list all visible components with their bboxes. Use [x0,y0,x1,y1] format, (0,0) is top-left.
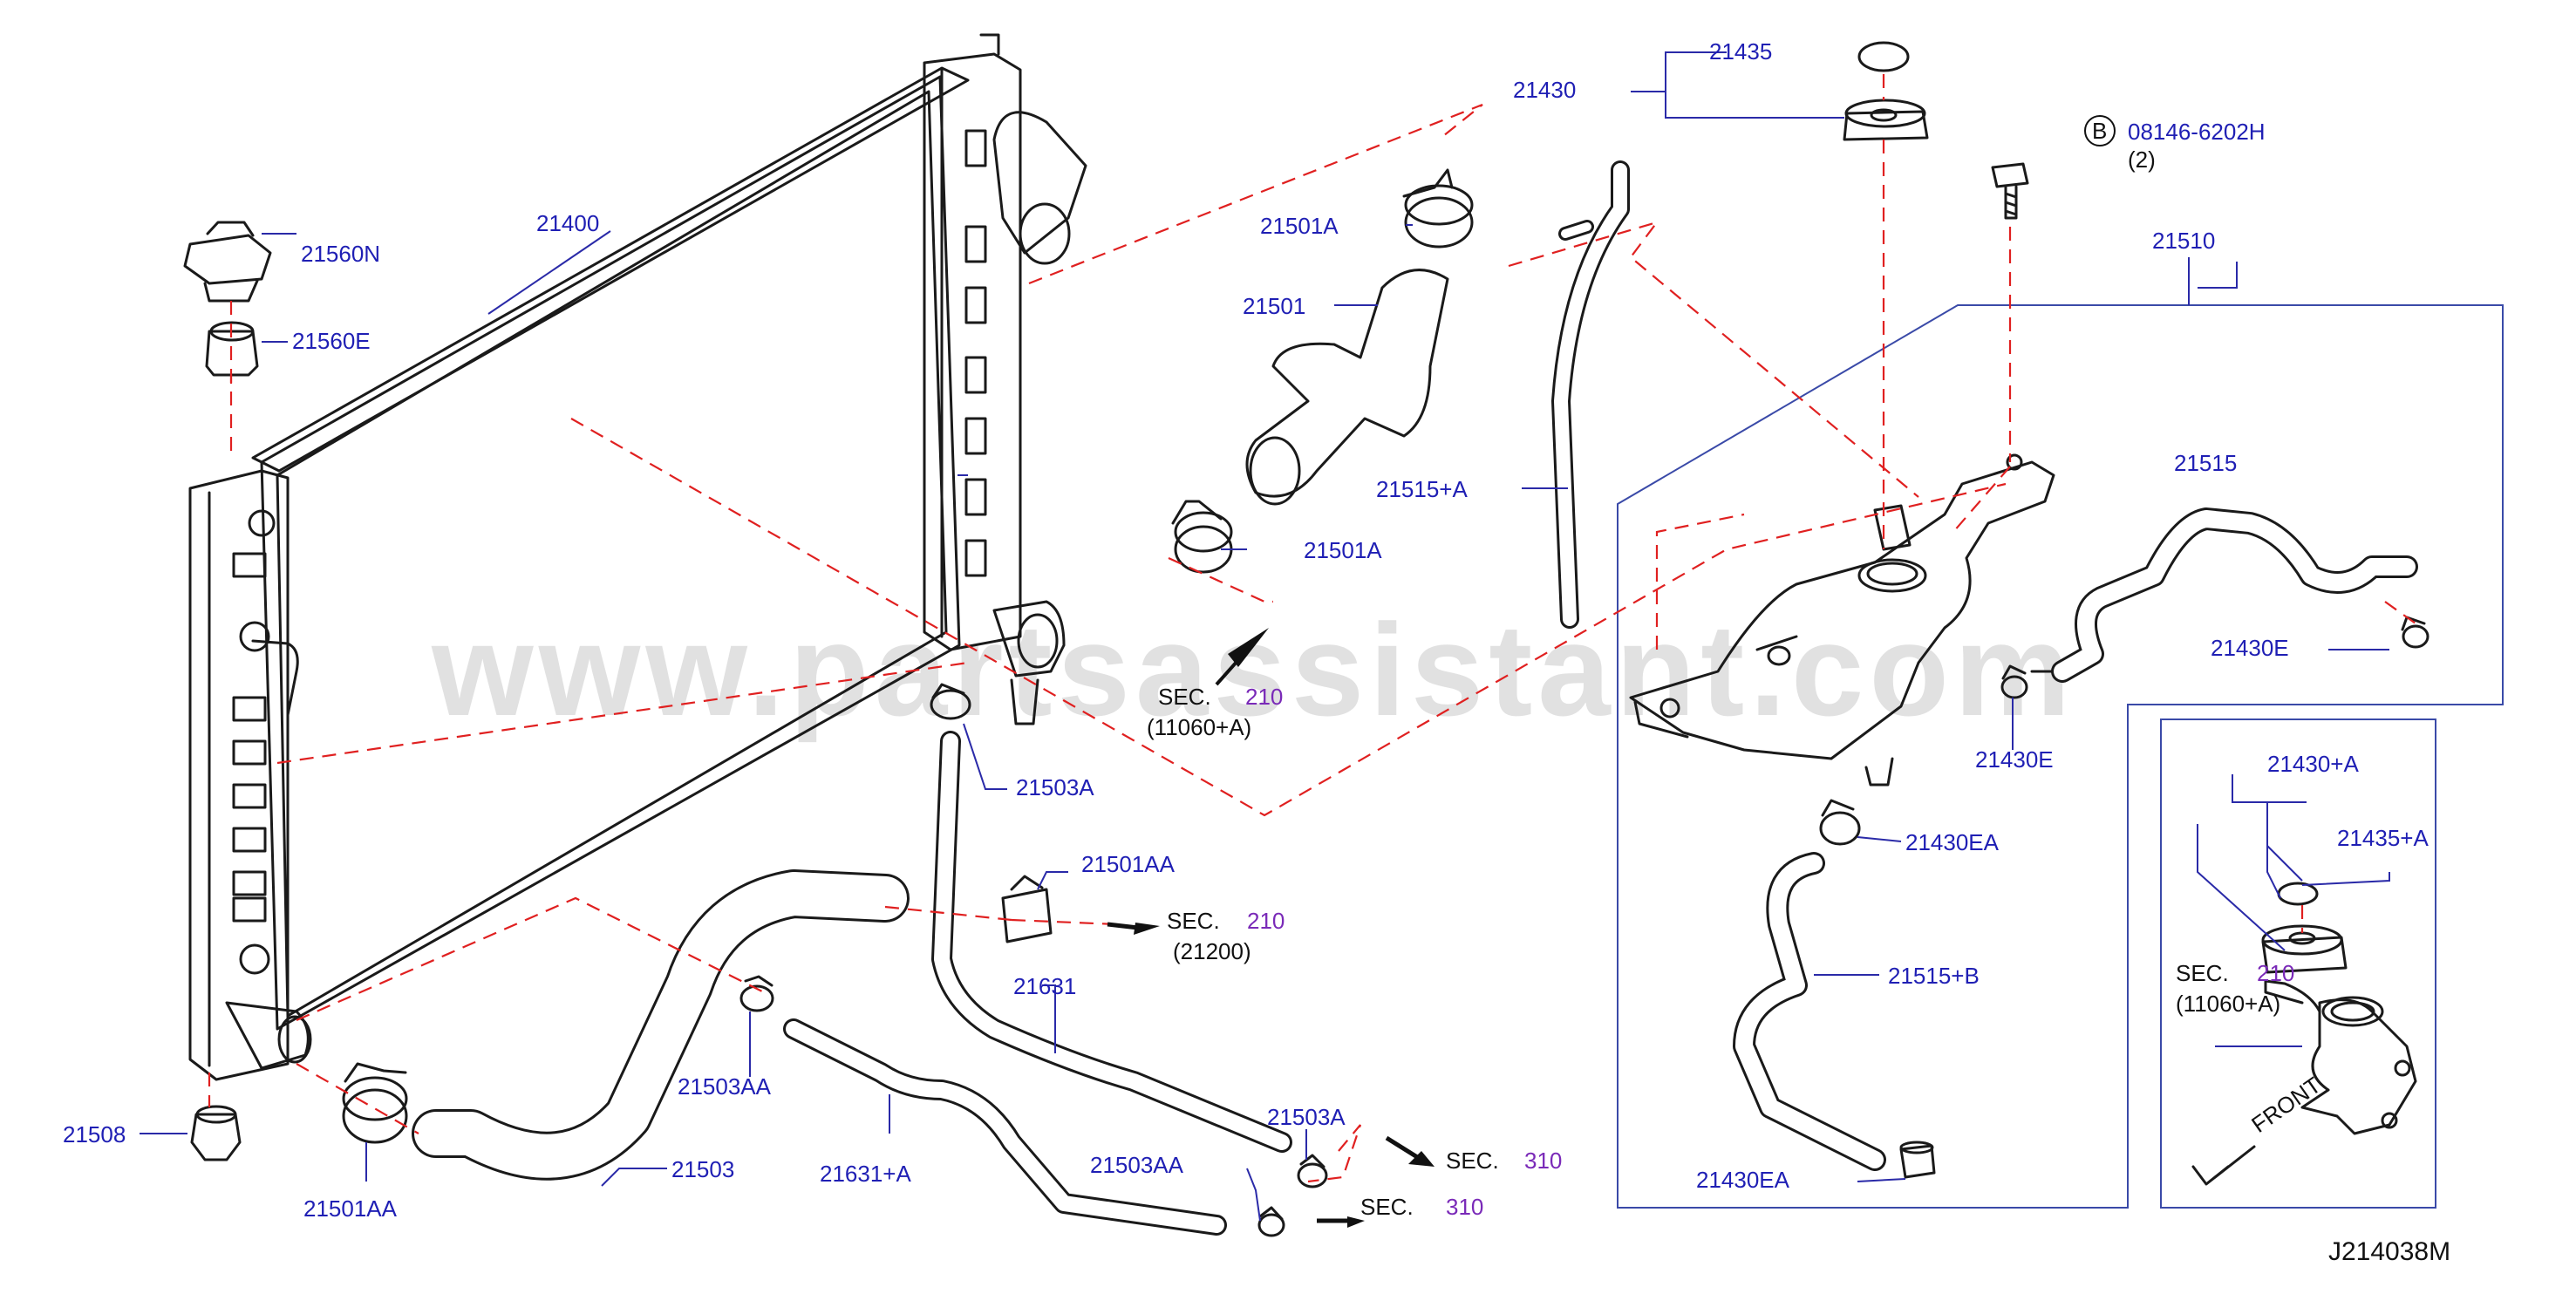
diagram-code: J214038M [2328,1237,2450,1266]
rubber-cap-21560e[interactable] [205,321,259,377]
label-21503a-top: 21503A [1016,774,1094,800]
sec-inset-num: 210 [2257,960,2294,986]
label-21503aa-bottom: 21503AA [1090,1152,1184,1178]
reservoir-hose-21515b[interactable] [1733,852,1886,1171]
sec-c-prefix: SEC. [1446,1148,1499,1174]
label-21430: 21430 [1513,77,1576,103]
sec-a-num: 210 [1245,684,1283,710]
sec-d-num: 310 [1446,1194,1483,1220]
radiator[interactable] [188,33,1087,1081]
bolt-08146-6202h[interactable] [1991,162,2029,220]
clamp-21430ea-top[interactable] [1819,799,1861,846]
reservoir-tank-21510[interactable] [1629,453,2060,787]
label-21631: 21631 [1013,973,1076,999]
radiator-cap-21560n[interactable] [183,221,272,303]
bolt-b-circle [2084,115,2116,146]
drain-plug-21508[interactable] [190,1105,242,1161]
overflow-hose-21515a[interactable] [1551,160,1630,629]
label-21501: 21501 [1243,293,1305,319]
label-21501aa-mid: 21501AA [1081,851,1176,877]
label-21435a: 21435+A [2337,825,2429,851]
label-21430ea-top: 21430EA [1905,829,2000,855]
clamp-21430ea-bottom[interactable] [1899,1141,1936,1179]
label-21501aa-left: 21501AA [303,1195,398,1222]
inset-thermostat-housing[interactable] [2264,979,2417,1135]
label-21430ea-bottom: 21430EA [1696,1167,1790,1193]
sec-inset-sub: (11060+A) [2176,991,2280,1017]
label-21503a-bottom: 21503A [1267,1104,1346,1130]
clamp-21501a-top[interactable] [1402,168,1474,249]
clamp-21503aa-bottom[interactable] [1257,1206,1285,1237]
label-21560n: 21560N [301,241,380,267]
label-21430e-left: 21430E [1975,746,2054,773]
lower-hose-21503[interactable] [412,869,910,1181]
inset-box [2160,719,2436,1209]
label-21503: 21503 [671,1156,734,1182]
clamp-21430e-right[interactable] [2401,616,2429,649]
front-arrow [2191,1145,2256,1186]
label-08146-6202h: 08146-6202H [2128,119,2266,145]
clamp-21430e-left[interactable] [2000,664,2028,699]
label-21501a-top: 21501A [1260,213,1339,239]
upper-hose-21501[interactable] [1245,269,1449,506]
label-21430a: 21430+A [2267,751,2359,777]
label-21400: 21400 [536,210,599,236]
hose-21631[interactable] [931,731,1292,1153]
label-bolt-qty: (2) [2128,146,2156,173]
sec-b-prefix: SEC. [1167,908,1220,934]
sec-c-num: 310 [1524,1148,1562,1174]
label-21515b: 21515+B [1888,963,1980,989]
sec-inset-prefix: SEC. [2176,960,2229,986]
sec-d-prefix: SEC. [1360,1194,1414,1220]
leader-lines [140,51,2390,1222]
sec-a-sub: (11060+A) [1147,714,1251,740]
reservoir-box [1617,304,2504,1209]
label-21435: 21435 [1709,38,1772,65]
clamp-21501a-bottom[interactable] [1171,500,1233,574]
label-21515: 21515 [2174,450,2237,476]
label-21560e: 21560E [292,328,371,354]
label-21503aa-mid: 21503AA [678,1073,772,1100]
clamp-21503a-bottom[interactable] [1297,1154,1328,1188]
front-label: FRONT [2246,1072,2326,1138]
cap-seal-21435[interactable] [1857,41,1910,72]
watermark-text: www.partsassistant.com [431,596,2075,743]
clamp-21503aa-mid[interactable] [739,975,774,1012]
clamp-21501aa-left[interactable] [342,1062,408,1144]
inset-seal-21435a[interactable] [2277,882,2319,906]
clamp-21503a-top[interactable] [930,683,971,720]
label-21508: 21508 [63,1121,126,1148]
sec-a-prefix: SEC. [1158,684,1211,710]
sec-b-sub: (21200) [1173,938,1251,964]
label-21510: 21510 [2152,228,2215,254]
label-21430e-right: 21430E [2211,635,2289,661]
guide-lines [208,74,2416,1183]
label-bolt-b: B [2092,118,2107,144]
label-21501a-bottom: 21501A [1304,537,1382,563]
label-21515a: 21515+A [1376,476,1468,502]
label-21631a: 21631+A [820,1161,911,1187]
reservoir-cap-21430[interactable] [1843,99,1929,141]
clamp-21501aa-mid[interactable] [1001,875,1053,943]
sec-b-num: 210 [1247,908,1285,934]
reservoir-hose-21515[interactable] [2051,507,2418,683]
section-arrows [1107,628,1435,1228]
hose-21631a[interactable] [783,1018,1227,1236]
